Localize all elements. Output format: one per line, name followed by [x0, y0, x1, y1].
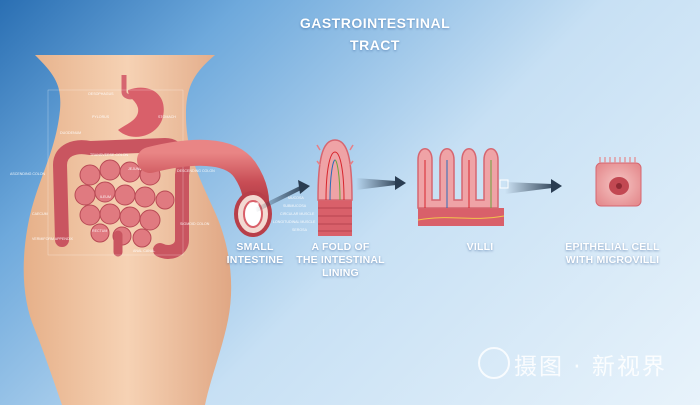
svg-text:ILEUM: ILEUM — [100, 195, 111, 199]
anatomy-labels: OESOPHAGUS PYLORUS STOMACH DUODENUM TRAN… — [10, 92, 215, 253]
svg-text:CAECUM: CAECUM — [32, 212, 48, 216]
svg-text:ASCENDING COLON: ASCENDING COLON — [10, 172, 46, 176]
svg-text:PYLORUS: PYLORUS — [92, 115, 110, 119]
intestinal-fold — [316, 139, 354, 236]
svg-text:SEROSA: SEROSA — [292, 228, 308, 232]
svg-text:SIGMOID COLON: SIGMOID COLON — [180, 222, 210, 226]
small-intestine-coils — [74, 159, 175, 248]
label-small-intestine: SMALL INTESTINE — [226, 241, 284, 266]
label-villi: VILLI — [466, 241, 494, 253]
svg-text:DESCENDING COLON: DESCENDING COLON — [177, 169, 215, 173]
label-intestinal-fold: A FOLD OF THE INTESTINAL LINING — [296, 241, 385, 279]
stomach — [118, 87, 164, 137]
svg-text:TRANSVERSE COLON: TRANSVERSE COLON — [90, 153, 129, 157]
svg-text:ANAL CANAL: ANAL CANAL — [133, 249, 155, 253]
svg-text:SUBMUCOSA: SUBMUCOSA — [283, 204, 307, 208]
svg-text:LONGITUDINAL MUSCLE: LONGITUDINAL MUSCLE — [273, 220, 316, 224]
villi-illustration — [417, 148, 509, 226]
arrow-1 — [255, 180, 310, 212]
watermark-text: 摄图 · 新视界 — [514, 354, 667, 380]
intestine-tube — [137, 139, 272, 237]
svg-text:RECTUM: RECTUM — [92, 229, 107, 233]
svg-text:OESOPHAGUS: OESOPHAGUS — [88, 92, 114, 96]
arrow-2 — [356, 176, 406, 190]
label-epithelial-cell: EPITHELIAL CELL WITH MICROVILLI — [565, 241, 660, 266]
page-title: GASTROINTESTINAL TRACT — [285, 12, 465, 56]
epithelial-cell — [595, 157, 642, 207]
svg-text:STOMACH: STOMACH — [158, 115, 176, 119]
arrow-3 — [505, 179, 562, 194]
wall-labels: MUCOSA SUBMUCOSA CIRCULAR MUSCLE LONGITU… — [273, 196, 316, 232]
svg-text:MUCOSA: MUCOSA — [288, 196, 304, 200]
svg-text:VERMIFORM APPENDIX: VERMIFORM APPENDIX — [32, 237, 74, 241]
svg-text:DUODENUM: DUODENUM — [60, 131, 81, 135]
watermark-logo-icon — [478, 347, 510, 379]
svg-text:CIRCULAR MUSCLE: CIRCULAR MUSCLE — [280, 212, 315, 216]
svg-text:JEJUNUM: JEJUNUM — [128, 167, 145, 171]
title-line-2: TRACT — [350, 37, 400, 53]
title-line-1: GASTROINTESTINAL — [299, 15, 451, 31]
